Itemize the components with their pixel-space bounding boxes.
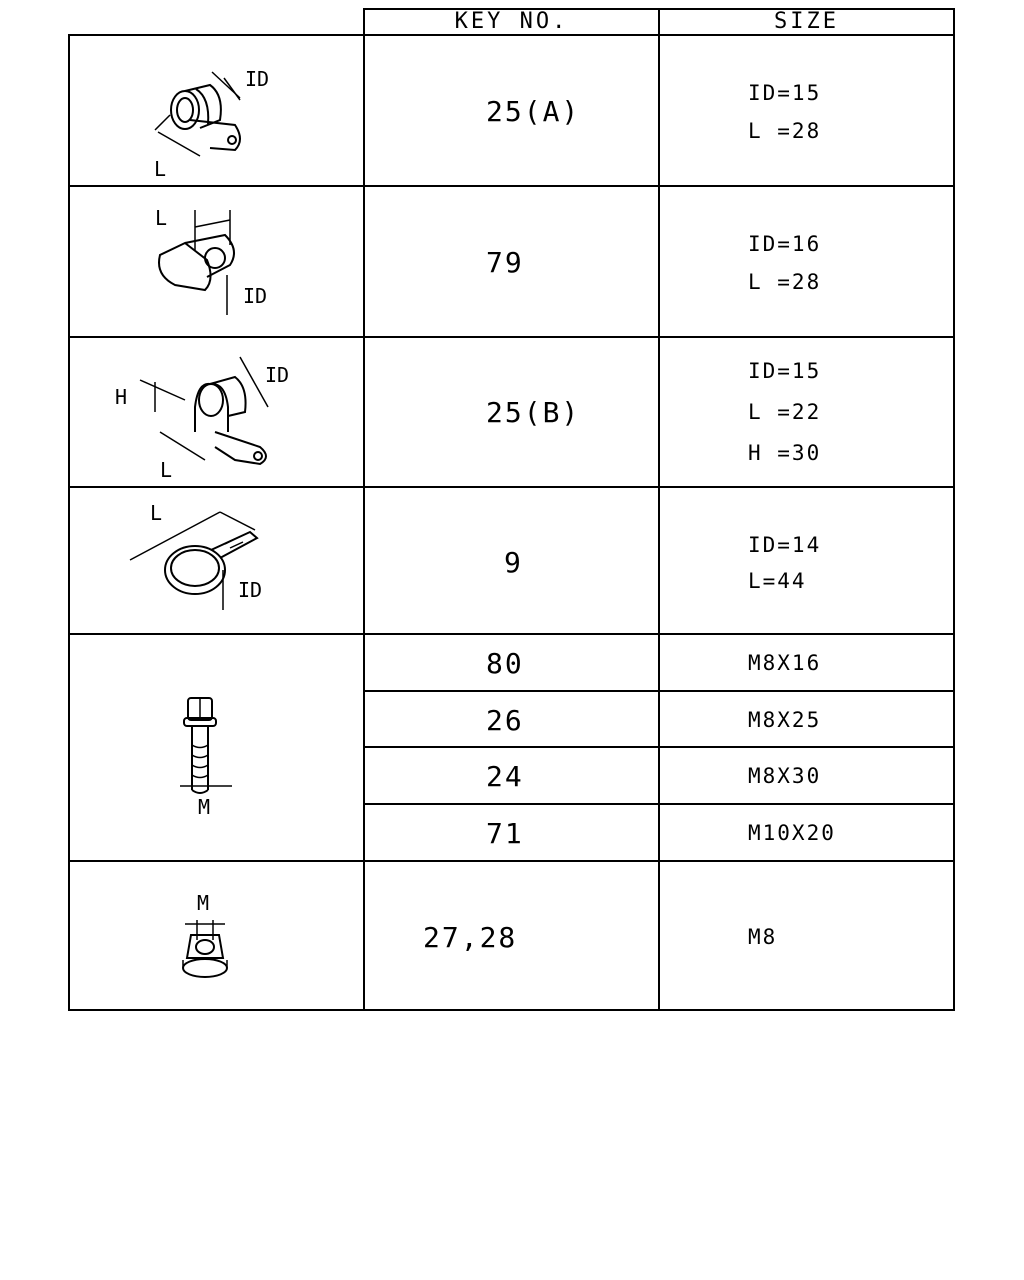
dim-label-l: L (154, 157, 166, 181)
band-ring (164, 545, 226, 595)
grid-line (68, 34, 70, 1011)
dim-label-m: M (197, 891, 209, 915)
clamp-body (158, 241, 212, 292)
clamp-base (214, 431, 267, 466)
clamp-a-illustration: ID L (140, 60, 300, 185)
header-size: SIZE (774, 9, 839, 34)
grid-line (953, 8, 955, 1011)
clamp-hole (204, 247, 226, 269)
grid-line (658, 8, 660, 1011)
size-line: ID=14 (748, 533, 822, 557)
bolt-shank (191, 726, 209, 794)
size-line: M8X25 (748, 708, 822, 732)
nut-illustration: M (175, 890, 235, 985)
size-line: L =28 (748, 270, 822, 294)
dim-label-id: ID (245, 67, 269, 91)
key-number: 27,28 (423, 921, 518, 954)
grid-line (68, 336, 955, 338)
clamp-b-illustration: H ID L (110, 352, 300, 482)
size-line: M8X16 (748, 651, 822, 675)
grid-line (68, 34, 955, 36)
nut-flange (182, 958, 228, 978)
key-number: 24 (486, 760, 524, 793)
grid-line (68, 185, 955, 187)
nut-body (185, 934, 225, 959)
key-number: 80 (486, 647, 524, 680)
grid-line (363, 8, 365, 1011)
dim-label-l: L (160, 458, 172, 482)
dim-label-l: L (150, 501, 162, 525)
key-number: 25(B) (486, 396, 581, 429)
dim-label-m: M (198, 795, 210, 819)
grid-line (68, 486, 955, 488)
clamp-tab (189, 119, 241, 152)
band-ring-inner (170, 549, 220, 587)
dim-label-id: ID (243, 284, 267, 308)
band-clamp-illustration: L ID (125, 500, 285, 625)
grid-line (68, 1009, 955, 1011)
size-line: ID=15 (748, 359, 822, 383)
bolt-flange (183, 717, 217, 727)
size-line: M8X30 (748, 764, 822, 788)
size-line: L =22 (748, 400, 822, 424)
grid-line (68, 633, 955, 635)
size-line: M8 (748, 925, 778, 949)
key-number: 26 (486, 704, 524, 737)
size-line: H =30 (748, 441, 822, 465)
key-number: 79 (486, 246, 524, 279)
dim-label-h: H (115, 385, 127, 409)
bolt-illustration: M (170, 690, 250, 820)
nut-hole (195, 939, 215, 955)
clamp-ring-inner (176, 97, 194, 123)
size-line: ID=16 (748, 232, 822, 256)
size-line: ID=15 (748, 81, 822, 105)
key-number: 71 (486, 817, 524, 850)
key-number: 25(A) (486, 95, 581, 128)
clamp-ring (170, 90, 200, 130)
size-line: L=44 (748, 569, 807, 593)
dim-label-id: ID (265, 363, 289, 387)
dim-label-id: ID (238, 578, 262, 602)
size-line: L =28 (748, 119, 822, 143)
clamp-tab (184, 233, 235, 278)
clamp-79-illustration: L ID (145, 205, 285, 325)
grid-line (68, 860, 955, 862)
size-line: M10X20 (748, 821, 836, 845)
header-key-no: KEY NO. (454, 9, 569, 34)
dim-label-l: L (155, 206, 167, 230)
clamp-hole (227, 135, 237, 145)
key-number: 9 (504, 546, 523, 579)
clamp-ring (198, 383, 224, 417)
clamp-hole (253, 451, 263, 461)
